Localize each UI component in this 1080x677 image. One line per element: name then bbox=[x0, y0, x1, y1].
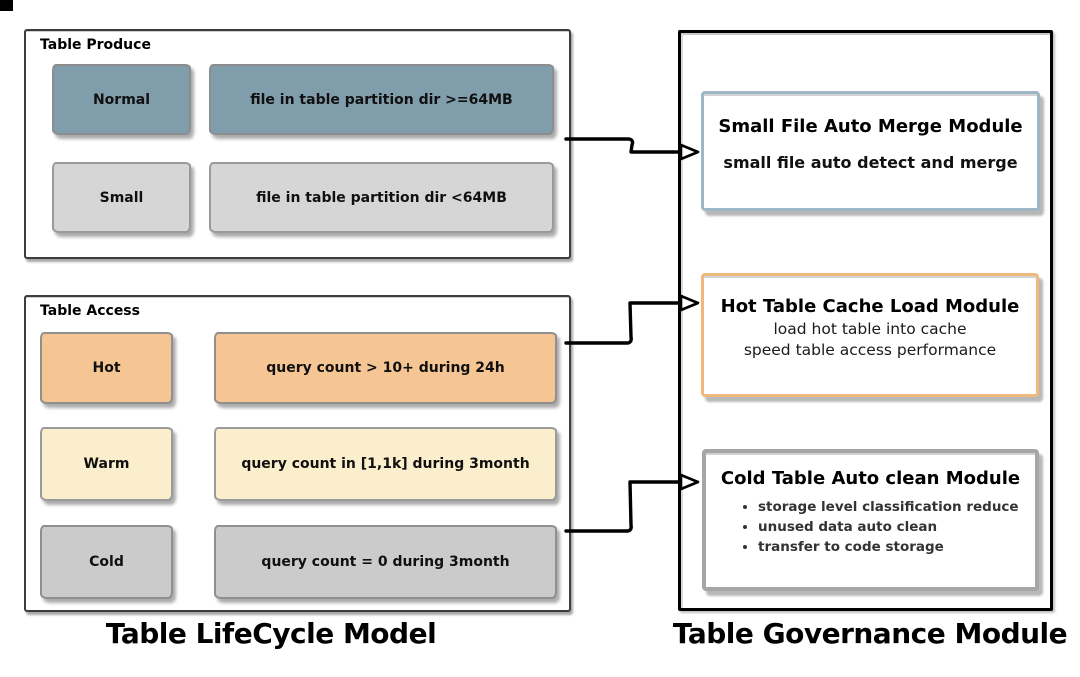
corner-mark bbox=[0, 0, 13, 11]
produce-state-small: Small bbox=[52, 162, 191, 233]
arrow-produce-to-merge bbox=[564, 137, 684, 154]
access-state-cold: Cold bbox=[40, 525, 173, 599]
produce-state-normal: Normal bbox=[52, 64, 191, 135]
clean-bullet-2: unused data auto clean bbox=[758, 517, 1035, 537]
hot-table-cache-line2: speed table access performance bbox=[743, 341, 997, 359]
table-produce-group: Table Produce Normal file in table parti… bbox=[24, 29, 571, 259]
table-access-group: Table Access Hot query count > 10+ durin… bbox=[24, 295, 571, 612]
governance-caption: Table Governance Module bbox=[672, 617, 1068, 650]
hot-table-cache-module: Hot Table Cache Load Module load hot tab… bbox=[701, 273, 1039, 397]
lifecycle-caption: Table LifeCycle Model bbox=[105, 617, 437, 650]
produce-rule-small: file in table partition dir <64MB bbox=[209, 162, 554, 233]
arrow-hot-to-cache bbox=[564, 301, 684, 345]
access-state-warm: Warm bbox=[40, 427, 173, 501]
access-rule-hot: query count > 10+ during 24h bbox=[214, 332, 557, 404]
access-rule-warm: query count in [1,1k] during 3month bbox=[214, 427, 557, 501]
small-file-merge-title: Small File Auto Merge Module bbox=[718, 116, 1023, 137]
access-state-hot: Hot bbox=[40, 332, 173, 404]
arrow-cold-to-clean bbox=[564, 480, 684, 533]
access-rule-cold: query count = 0 during 3month bbox=[214, 525, 557, 599]
hot-table-cache-line1: load hot table into cache bbox=[773, 320, 967, 338]
cold-table-clean-title: Cold Table Auto clean Module bbox=[720, 468, 1021, 489]
clean-bullet-3: transfer to code storage bbox=[758, 537, 1035, 557]
produce-rule-normal: file in table partition dir >=64MB bbox=[209, 64, 554, 135]
table-governance-group: Small File Auto Merge Module small file … bbox=[678, 30, 1053, 611]
cold-table-clean-bullets: storage level classification reduce unus… bbox=[706, 497, 1035, 557]
small-file-merge-module: Small File Auto Merge Module small file … bbox=[701, 91, 1040, 211]
table-access-label: Table Access bbox=[40, 303, 140, 319]
small-file-merge-subtitle: small file auto detect and merge bbox=[723, 153, 1018, 172]
clean-bullet-1: storage level classification reduce bbox=[758, 497, 1035, 517]
cold-table-clean-module: Cold Table Auto clean Module storage lev… bbox=[702, 449, 1039, 591]
table-produce-label: Table Produce bbox=[40, 37, 151, 53]
hot-table-cache-title: Hot Table Cache Load Module bbox=[720, 296, 1020, 317]
